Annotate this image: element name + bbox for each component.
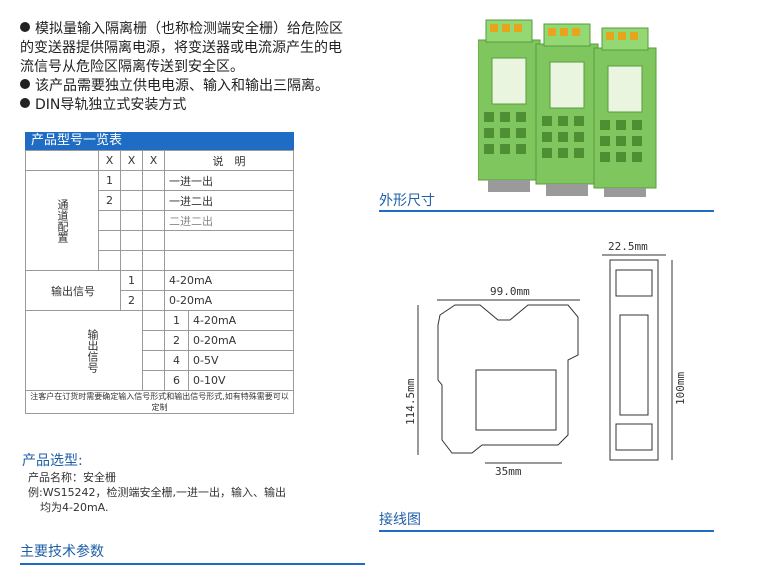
table-header-row: X X X 说 明 bbox=[25, 150, 294, 171]
selection-title: 产品选型: bbox=[22, 453, 83, 469]
height-label: 114.5mm bbox=[404, 378, 417, 425]
tech-params-divider bbox=[20, 563, 365, 565]
dimensions-title: 外形尺寸 bbox=[379, 193, 435, 209]
feature-list: 模拟量输入隔离栅（也称检测端安全栅）给危险区 的变送器提供隔离电源，将变送器或电… bbox=[20, 20, 370, 115]
feature-item: 流信号从危险区隔离传送到安全区。 bbox=[20, 59, 244, 75]
model-table: X X X 说 明 通道配置 1 一进一出 2 一进二出 二进二出 输出信号 1… bbox=[25, 150, 294, 414]
table-row: 通道配置 1 一进一出 bbox=[25, 170, 294, 271]
table-note: 注客户在订货时需要确定输入信号形式和输出信号形式,如有特殊需要可以定制 bbox=[25, 390, 294, 414]
feature-item: 的变送器提供隔离电源，将变送器或电流源产生的电 bbox=[20, 40, 342, 56]
table-row: 输出信号 1 4-20mA bbox=[25, 310, 294, 391]
channel-label: 通道配置 bbox=[25, 170, 99, 271]
header-x1: X bbox=[98, 150, 121, 171]
table-row: 输出信号 1 4-20mA bbox=[25, 270, 294, 311]
selection-text: 产品名称：安全栅 例:WS15242，检测端安全栅,一进一出，输入、输出 均为4… bbox=[28, 471, 287, 514]
side-width-label: 22.5mm bbox=[608, 240, 648, 253]
header-x2: X bbox=[120, 150, 143, 171]
tech-params-title: 主要技术参数 bbox=[20, 544, 104, 560]
output-label: 输出信号 bbox=[25, 310, 143, 391]
width-label: 99.0mm bbox=[490, 285, 530, 298]
dimension-drawing: 99.0mm 114.5mm 35mm 22.5mm 100mm bbox=[404, 240, 687, 478]
table-row: 二进二出 bbox=[26, 210, 294, 231]
table-note-row: 注客户在订货时需要确定输入信号形式和输出信号形式,如有特殊需要可以定制 bbox=[25, 390, 294, 414]
side-height-label: 100mm bbox=[674, 372, 687, 405]
bullet-icon bbox=[20, 22, 30, 32]
header-x3: X bbox=[142, 150, 165, 171]
table-row: 2 0-20mA bbox=[26, 330, 294, 351]
dimensions-divider bbox=[379, 210, 714, 212]
input-label: 输出信号 bbox=[25, 270, 121, 311]
table-row bbox=[26, 230, 294, 251]
bullet-icon bbox=[20, 98, 30, 108]
table-row: 2 0-20mA bbox=[26, 290, 294, 311]
bullet-icon bbox=[20, 79, 30, 89]
wiring-title: 接线图 bbox=[379, 512, 421, 528]
feature-item: 模拟量输入隔离栅（也称检测端安全栅）给危险区 bbox=[20, 20, 370, 39]
model-table-title: 产品型号一览表 bbox=[25, 132, 294, 150]
product-photo bbox=[478, 19, 657, 197]
feature-item: DIN导轨独立式安装方式 bbox=[20, 96, 370, 115]
wiring-divider bbox=[379, 530, 714, 532]
feature-item: 该产品需要独立供电电源、输入和输出三隔离。 bbox=[20, 77, 370, 96]
base-label: 35mm bbox=[495, 465, 522, 478]
header-desc: 说 明 bbox=[164, 150, 294, 171]
